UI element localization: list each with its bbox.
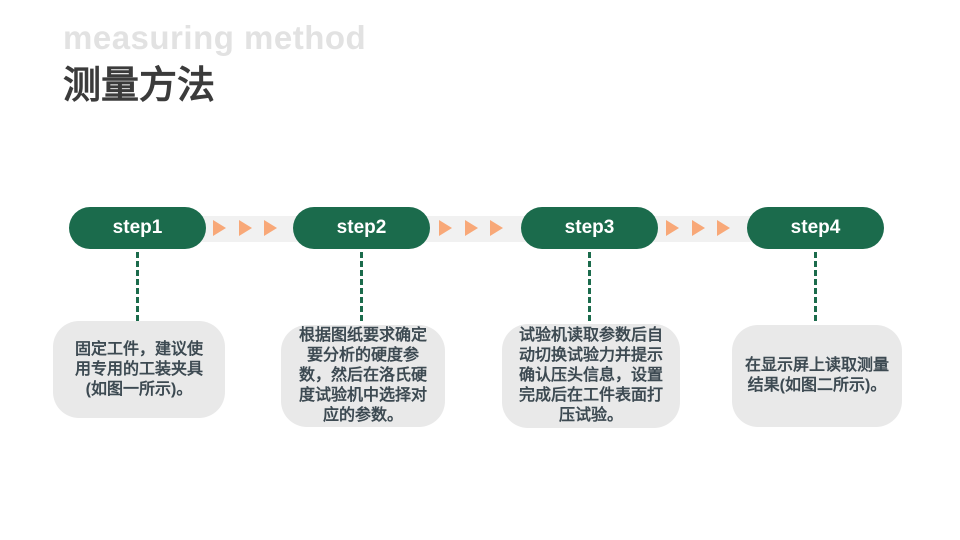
step-pill-4: step4 xyxy=(747,207,884,249)
connector-dashed-line-4 xyxy=(814,252,817,321)
arrow-right-icon xyxy=(666,220,679,236)
subtitle-en: measuring method xyxy=(63,19,367,56)
arrow-right-icon xyxy=(439,220,452,236)
arrow-right-icon xyxy=(490,220,503,236)
step-card-1: 固定工件，建议使 用专用的工装夹具 (如图一所示)。 xyxy=(53,321,225,418)
flow-arrows-3 xyxy=(666,220,730,236)
step-card-3: 试验机读取参数后自 动切换试验力并提示 确认压头信息，设置 完成后在工件表面打 … xyxy=(502,324,680,428)
arrow-right-icon xyxy=(264,220,277,236)
header: measuring method 测量方法 xyxy=(63,18,366,108)
step-pill-3: step3 xyxy=(521,207,658,249)
arrow-right-icon xyxy=(464,220,478,236)
connector-dashed-line-2 xyxy=(360,252,363,321)
step-pill-2: step2 xyxy=(293,207,430,249)
arrow-right-icon xyxy=(691,220,705,236)
step-card-4: 在显示屏上读取测量 结果(如图二所示)。 xyxy=(732,325,902,427)
connector-dashed-line-1 xyxy=(136,252,139,321)
step-pill-1: step1 xyxy=(69,207,206,249)
connector-dashed-line-3 xyxy=(588,252,591,321)
arrow-right-icon xyxy=(213,220,226,236)
step-card-2: 根据图纸要求确定 要分析的硬度参 数，然后在洛氏硬 度试验机中选择对 应的参数。 xyxy=(281,325,445,427)
arrow-right-icon xyxy=(717,220,730,236)
arrow-right-icon xyxy=(238,220,252,236)
flow-arrows-2 xyxy=(439,220,503,236)
flow-arrows-1 xyxy=(213,220,277,236)
page-title: 测量方法 xyxy=(63,65,216,107)
